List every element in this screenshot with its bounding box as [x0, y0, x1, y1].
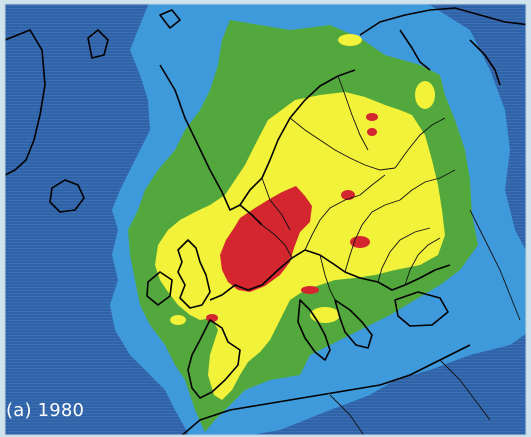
- red-zone: [220, 186, 312, 292]
- yellow-zone: [155, 92, 445, 400]
- yellow-patch: [415, 81, 435, 109]
- panel-label: (a) 1980: [6, 400, 85, 421]
- red-patch: [367, 128, 377, 136]
- yellow-patch: [310, 307, 340, 323]
- red-patch: [341, 190, 355, 200]
- map-border: [4, 3, 527, 436]
- red-patch: [366, 113, 378, 121]
- red-patch: [301, 286, 319, 294]
- coastlines: [5, 7, 526, 435]
- country-borders: [261, 75, 521, 435]
- red-patch: [206, 314, 218, 322]
- yellow-patch: [170, 315, 186, 325]
- yellow-patch: [338, 34, 362, 46]
